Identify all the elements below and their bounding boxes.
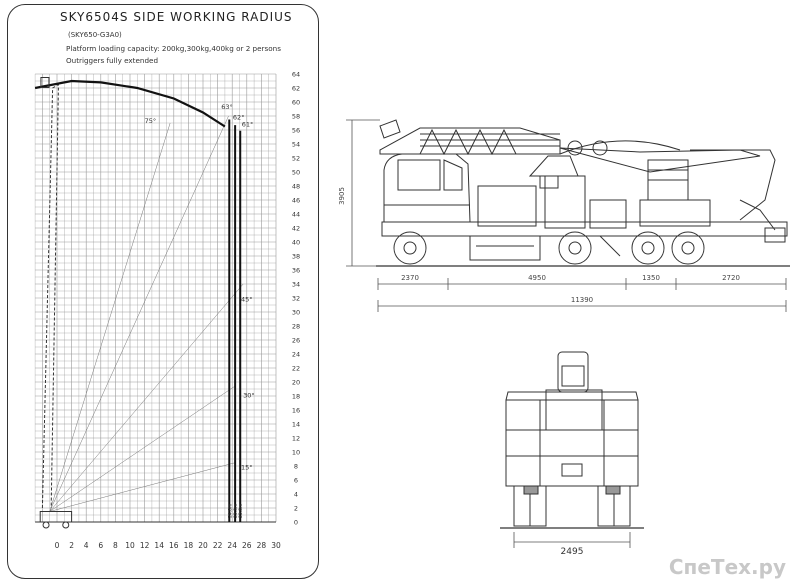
width-dimension: 2495 [561,547,584,557]
dim-total-length: 11390 [571,296,593,304]
y-tick-label: 38 [292,253,300,261]
truck-cab [383,153,471,223]
x-tick-label: 30 [271,541,281,550]
chart-title: SKY6504S SIDE WORKING RADIUS [60,10,293,24]
x-tick-label: 6 [98,541,103,550]
radius-label: 25.3m [233,504,239,518]
x-tick-label: 8 [113,541,118,550]
y-tick-label: 18 [292,393,300,401]
y-tick-label: 58 [292,113,300,121]
base-wheel [42,521,50,529]
y-tick-label: 62 [292,85,300,93]
y-tick-label: 42 [292,225,300,233]
boom-profile [41,83,59,509]
y-tick-label: 2 [294,505,298,513]
dim-tandem: 1350 [642,274,660,282]
y-tick-label: 60 [292,99,300,107]
boom-ray [49,122,171,512]
y-tick-label: 28 [292,323,300,331]
x-tick-label: 20 [198,541,208,550]
boom-ray [49,462,236,512]
angle-label: 30° [243,391,255,399]
wheel-rear2 [671,231,705,265]
y-tick-label: 8 [294,463,298,471]
x-tick-label: 26 [242,541,252,550]
angle-label: 62° [233,114,245,122]
rear-body [505,399,639,487]
y-tick-label: 64 [292,71,300,79]
working-radius-panel [7,4,319,579]
y-tick-label: 46 [292,197,300,205]
y-tick-label: 48 [292,183,300,191]
x-tick-label: 14 [154,541,164,550]
height-dimension: 3905 [338,187,346,205]
rear-turret [545,389,603,431]
y-tick-label: 16 [292,407,300,415]
capacity-note: Platform loading capacity: 200kg,300kg,4… [66,44,281,53]
y-tick-label: 52 [292,155,300,163]
x-tick-label: 24 [227,541,237,550]
x-tick-label: 4 [84,541,89,550]
radius-label: 25.8m [238,504,244,518]
y-tick-label: 54 [292,141,300,149]
watermark: СпеТех.ру [668,555,786,579]
truck-rear-view [500,351,644,529]
dim-front-overhang: 2370 [401,274,419,282]
x-tick-label: 2 [69,541,74,550]
platform-top [40,77,50,88]
dim-wheelbase: 4950 [528,274,546,282]
y-tick-label: 20 [292,379,300,387]
working-envelope [34,79,226,128]
y-tick-label: 4 [294,491,298,499]
equipment-box [477,185,537,227]
y-tick-label: 56 [292,127,300,135]
x-tick-label: 22 [213,541,223,550]
x-tick-label: 12 [140,541,150,550]
dim-rear-overhang: 2720 [722,274,740,282]
x-tick-label: 10 [125,541,135,550]
x-tick-label: 18 [184,541,194,550]
x-tick-label: 0 [55,541,60,550]
base-vehicle [39,511,73,523]
wheel-front [393,231,427,265]
angle-label: 61° [242,121,254,129]
truck-side-view [376,119,790,267]
model-code: (SKY650-G3A0) [68,31,122,39]
y-tick-label: 44 [292,211,300,219]
y-tick-label: 6 [294,477,298,485]
outrigger-note: Outriggers fully extended [66,56,159,65]
y-tick-label: 32 [292,295,300,303]
boom-ray [49,283,244,512]
side-dimensions [346,119,787,312]
angle-label: 75° [145,117,157,125]
boom-ray [49,115,229,512]
y-tick-label: 36 [292,267,300,275]
angle-label: 63° [221,103,233,111]
angle-label: 45° [241,296,253,304]
y-tick-label: 14 [292,421,300,429]
y-tick-label: 34 [292,281,300,289]
y-tick-label: 26 [292,337,300,345]
rear-dimensions [513,532,631,548]
y-tick-label: 22 [292,365,300,373]
y-tick-label: 12 [292,435,300,443]
x-tick-label: 28 [257,541,267,550]
radius-label: 24.8m [227,504,233,518]
y-tick-label: 0 [294,519,298,527]
base-wheel [62,521,70,529]
y-tick-label: 10 [292,449,300,457]
x-tick-label: 16 [169,541,179,550]
boom-ray [49,385,236,512]
wheel-mid [558,231,592,265]
y-tick-label: 50 [292,169,300,177]
y-tick-label: 30 [292,309,300,317]
boom-arm [559,147,761,173]
y-tick-label: 24 [292,351,300,359]
wheel-rear1 [631,231,665,265]
angle-label: 15° [241,464,253,472]
y-tick-label: 40 [292,239,300,247]
